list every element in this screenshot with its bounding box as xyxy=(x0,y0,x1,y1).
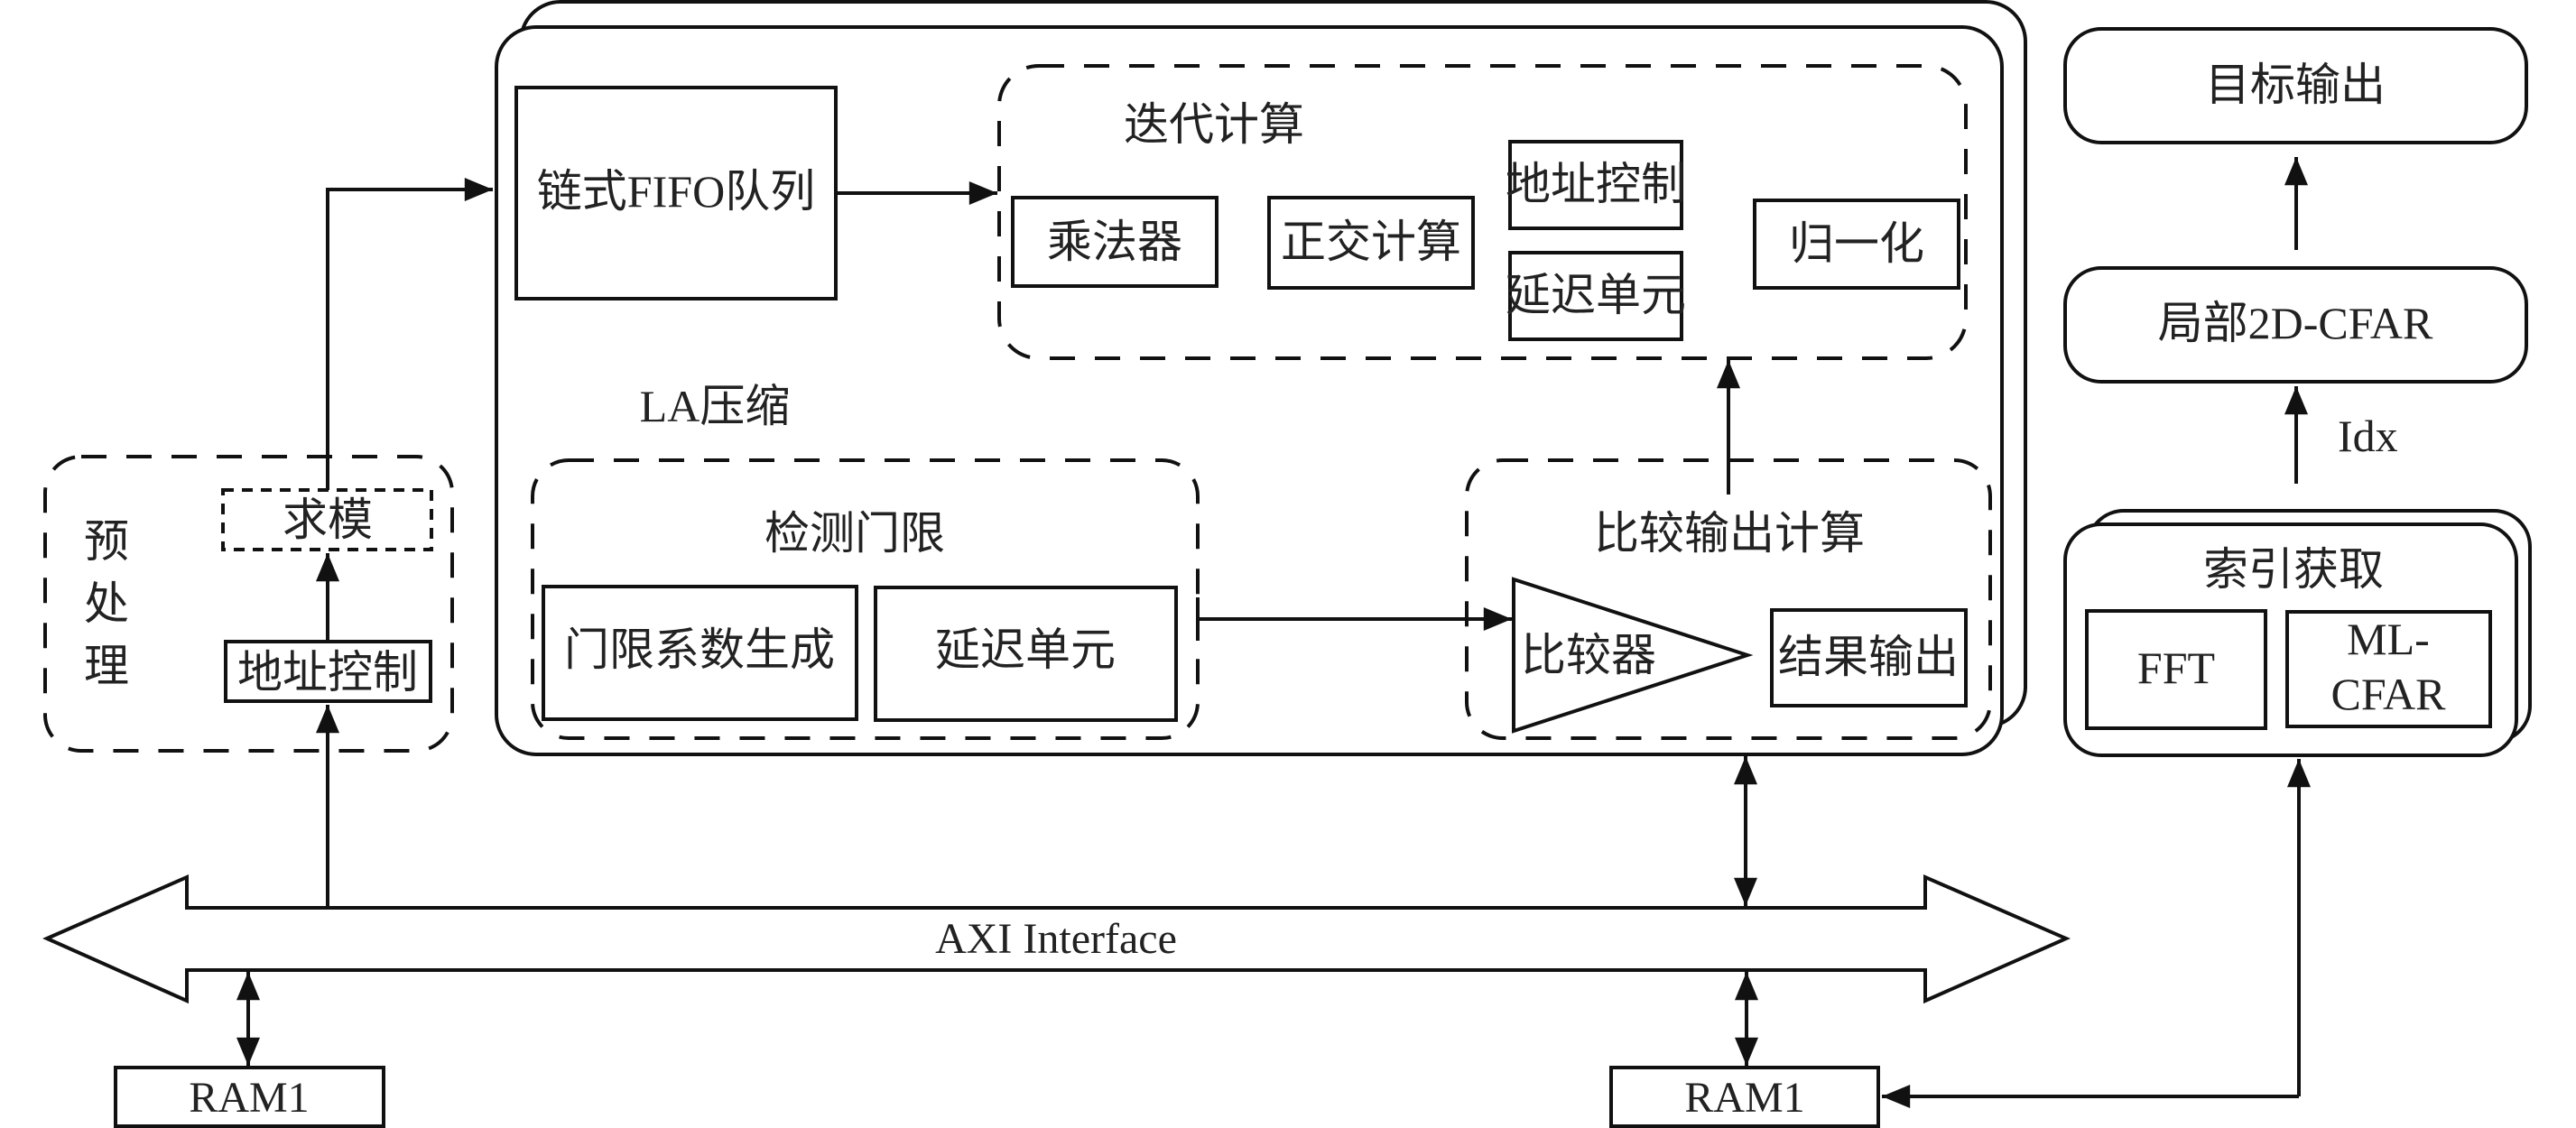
result-output-label: 结果输出 xyxy=(1778,632,1959,682)
preprocess-group: 预 处 理 求模 地址控制 xyxy=(43,455,454,753)
preprocess-title-char-2: 处 xyxy=(84,578,129,629)
comparator-label: 比较器 xyxy=(1521,630,1656,680)
normalize-box[interactable] xyxy=(1753,199,1960,290)
iter-delay-unit-box[interactable] xyxy=(1508,251,1683,341)
local-cfar-box[interactable] xyxy=(2063,266,2528,384)
preprocess-title-char-1: 预 xyxy=(84,516,129,567)
magnitude-to-fifo-arrow xyxy=(326,178,493,490)
ram-right-box[interactable] xyxy=(1609,1066,1880,1128)
ml-cfar-label-line1: ML- xyxy=(2347,614,2430,664)
threshold-title: 检测门限 xyxy=(764,508,945,559)
compare-title: 比较输出计算 xyxy=(1594,508,1865,559)
preprocess-container xyxy=(43,455,454,753)
ram-left-label: RAM1 xyxy=(189,1074,309,1122)
threshold-coef-gen-box[interactable] xyxy=(542,585,858,721)
idx-label: Idx xyxy=(2338,411,2398,461)
threshold-delay-unit-label: 延迟单元 xyxy=(935,624,1116,675)
preprocess-address-control-label: 地址控制 xyxy=(237,647,418,698)
iter-address-control-box[interactable] xyxy=(1508,140,1683,230)
threshold-delay-unit-box[interactable] xyxy=(874,586,1178,722)
threshold-coef-gen-label: 门限系数生成 xyxy=(564,624,835,675)
la-title: LA压缩 xyxy=(640,381,791,431)
local-cfar-label: 局部2D-CFAR xyxy=(2158,298,2433,348)
target-output-label: 目标输出 xyxy=(2205,60,2386,110)
axi-bus-arrow xyxy=(42,874,2071,1004)
iterative-container xyxy=(997,64,1968,360)
preprocess-title-char-3: 理 xyxy=(84,641,129,691)
chain-fifo-label: 链式FIFO队列 xyxy=(537,166,815,217)
comparator-triangle[interactable] xyxy=(1512,577,1754,734)
magnitude-label: 求模 xyxy=(283,495,373,545)
orthogonal-label: 正交计算 xyxy=(1281,217,1461,267)
la-compression-group: 链式FIFO队列 LA压缩 迭代计算 乘法器 正交计算 地址控制 延迟单元 归一… xyxy=(495,0,2027,756)
orthogonal-box[interactable] xyxy=(1267,196,1475,290)
fft-box[interactable] xyxy=(2085,609,2267,730)
multiplier-label: 乘法器 xyxy=(1047,217,1182,267)
iter-delay-unit-label: 延迟单元 xyxy=(1506,270,1686,320)
axi-bus-label: AXI Interface xyxy=(935,915,1177,963)
fft-label: FFT xyxy=(2137,643,2215,693)
ram-right-label: RAM1 xyxy=(1684,1074,1804,1122)
chain-fifo-box[interactable] xyxy=(514,86,838,300)
ml-cfar-box[interactable] xyxy=(2285,610,2492,728)
normalize-label: 归一化 xyxy=(1789,218,1924,269)
right-chain-group: 目标输出 局部2D-CFAR Idx 索引获取 FFT ML- CFAR xyxy=(2063,27,2532,757)
target-output-box[interactable] xyxy=(2063,27,2528,144)
iter-address-control-label: 地址控制 xyxy=(1506,159,1686,209)
index-fetch-title: 索引获取 xyxy=(2203,544,2384,595)
ml-cfar-label-line2: CFAR xyxy=(2331,669,2447,719)
iterative-title: 迭代计算 xyxy=(1124,99,1304,150)
ram-left-box[interactable] xyxy=(114,1066,385,1128)
result-output-box[interactable] xyxy=(1770,608,1968,707)
multiplier-box[interactable] xyxy=(1011,196,1219,288)
